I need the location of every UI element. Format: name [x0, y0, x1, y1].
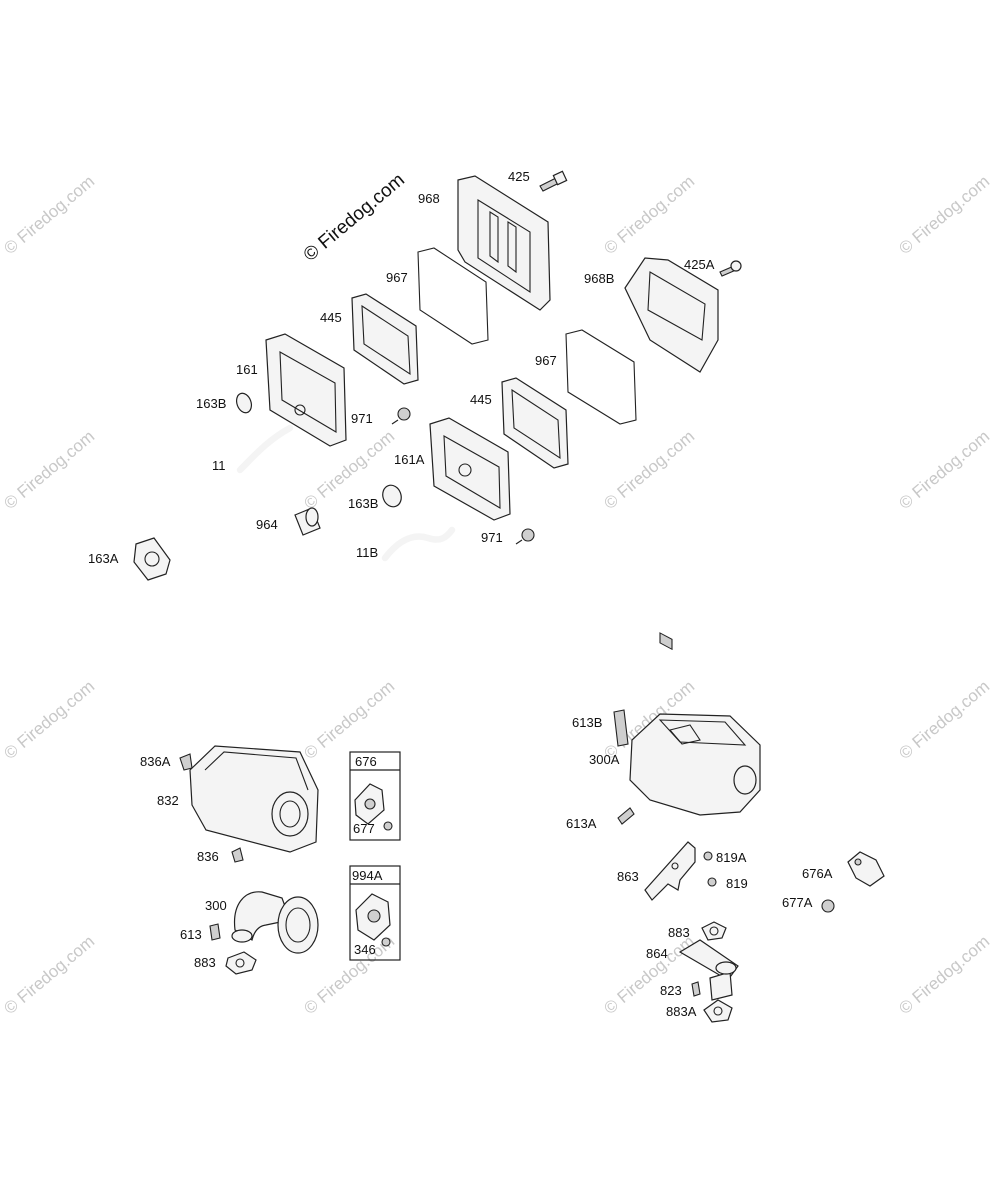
muffler-guard-994A [355, 893, 391, 941]
exhaust-elbow-864 [678, 939, 739, 1001]
screw-971 [391, 407, 411, 425]
air-cleaner-base [265, 333, 347, 447]
watermark-text: © Firedog.com [895, 427, 993, 513]
callout-823: 823 [660, 983, 682, 998]
screw-836 [231, 847, 244, 863]
gasket [133, 537, 171, 581]
muffler-832 [189, 745, 319, 853]
callout-677: 677 [353, 821, 375, 836]
bracket-863 [644, 841, 696, 901]
callout-300A: 300A [589, 752, 620, 767]
screw-425A [719, 260, 742, 277]
callout-445: 445 [470, 392, 492, 407]
air-filter [501, 377, 569, 469]
heat-shield-676A [847, 851, 885, 887]
kit-box-994A [349, 865, 401, 961]
callout-163B: 163B [348, 496, 378, 511]
callout-971: 971 [481, 530, 503, 545]
callout-346: 346 [354, 942, 376, 957]
screw-677 [383, 821, 393, 831]
callout-300: 300 [205, 898, 227, 913]
screw-613 [209, 923, 221, 941]
callout-964: 964 [256, 517, 278, 532]
callout-819A: 819A [716, 850, 747, 865]
callout-819: 819 [726, 876, 748, 891]
air-cleaner-cover [457, 175, 551, 311]
callout-613B: 613B [572, 715, 602, 730]
callout-425A: 425A [684, 257, 715, 272]
muffler-300 [231, 891, 319, 954]
gasket [235, 392, 253, 414]
spacer-964 [294, 507, 321, 536]
callout-968: 968 [418, 191, 440, 206]
callout-836A: 836A [140, 754, 171, 769]
screw-836A [179, 753, 193, 771]
filter-frame [565, 329, 637, 425]
callout-968B: 968B [584, 271, 614, 286]
screw-819A [703, 851, 713, 861]
gasket-883A [703, 999, 733, 1023]
screw-613A [617, 807, 635, 825]
callout-445: 445 [320, 310, 342, 325]
gasket-883 [701, 921, 727, 941]
watermark-text: © Firedog.com [0, 677, 98, 763]
callout-967: 967 [535, 353, 557, 368]
gasket-883 [225, 951, 257, 975]
watermark-text: © Firedog.com [600, 427, 698, 513]
callout-676: 676 [355, 754, 377, 769]
callout-labels: 425 968 967 445 161 163B 971 11 964 163A… [88, 169, 833, 1019]
callout-613A: 613A [566, 816, 597, 831]
screw-346 [381, 937, 391, 947]
callout-677A: 677A [782, 895, 813, 910]
screw-819 [707, 877, 717, 887]
watermark-text: © Firedog.com [0, 427, 98, 513]
screw-613B [613, 709, 629, 747]
muffler-300A [629, 713, 761, 816]
callout-883: 883 [668, 925, 690, 940]
kit-box-676 [349, 751, 401, 841]
watermark-text: © Firedog.com [0, 932, 98, 1018]
air-cleaner-base [429, 417, 511, 521]
callout-425: 425 [508, 169, 530, 184]
watermark-text: © Firedog.com [895, 677, 993, 763]
watermark-text: © Firedog.com [300, 677, 398, 763]
callout-967: 967 [386, 270, 408, 285]
callout-863: 863 [617, 869, 639, 884]
screw-425 [539, 170, 568, 192]
callout-613: 613 [180, 927, 202, 942]
air-cleaner-cover [624, 257, 719, 651]
screw-823 [691, 981, 701, 997]
callout-864: 864 [646, 946, 668, 961]
watermark-text: © Firedog.com [600, 172, 698, 258]
watermark-text: © Firedog.com [895, 932, 993, 1018]
callout-676A: 676A [802, 866, 833, 881]
callout-883A: 883A [666, 1004, 697, 1019]
callout-163B: 163B [196, 396, 226, 411]
gasket [382, 484, 402, 508]
watermark-layer: © Firedog.com © Firedog.com © Firedog.co… [0, 172, 993, 1018]
air-filter [351, 293, 419, 385]
callout-971: 971 [351, 411, 373, 426]
callout-832: 832 [157, 793, 179, 808]
screw-677A [821, 899, 835, 913]
watermark-text: © Firedog.com [895, 172, 993, 258]
callout-161: 161 [236, 362, 258, 377]
callout-11B: 11B [356, 545, 378, 560]
copyright-text: © Firedog.com [300, 169, 409, 265]
filter-frame [417, 247, 489, 345]
spark-arrestor-676 [354, 783, 385, 825]
callout-163A: 163A [88, 551, 119, 566]
screw-971 [515, 528, 535, 545]
callout-11: 11 [212, 458, 226, 473]
callout-883: 883 [194, 955, 216, 970]
callout-161A: 161A [394, 452, 425, 467]
watermark-text: © Firedog.com [0, 172, 98, 258]
callout-994A: 994A [352, 868, 383, 883]
callout-836: 836 [197, 849, 219, 864]
